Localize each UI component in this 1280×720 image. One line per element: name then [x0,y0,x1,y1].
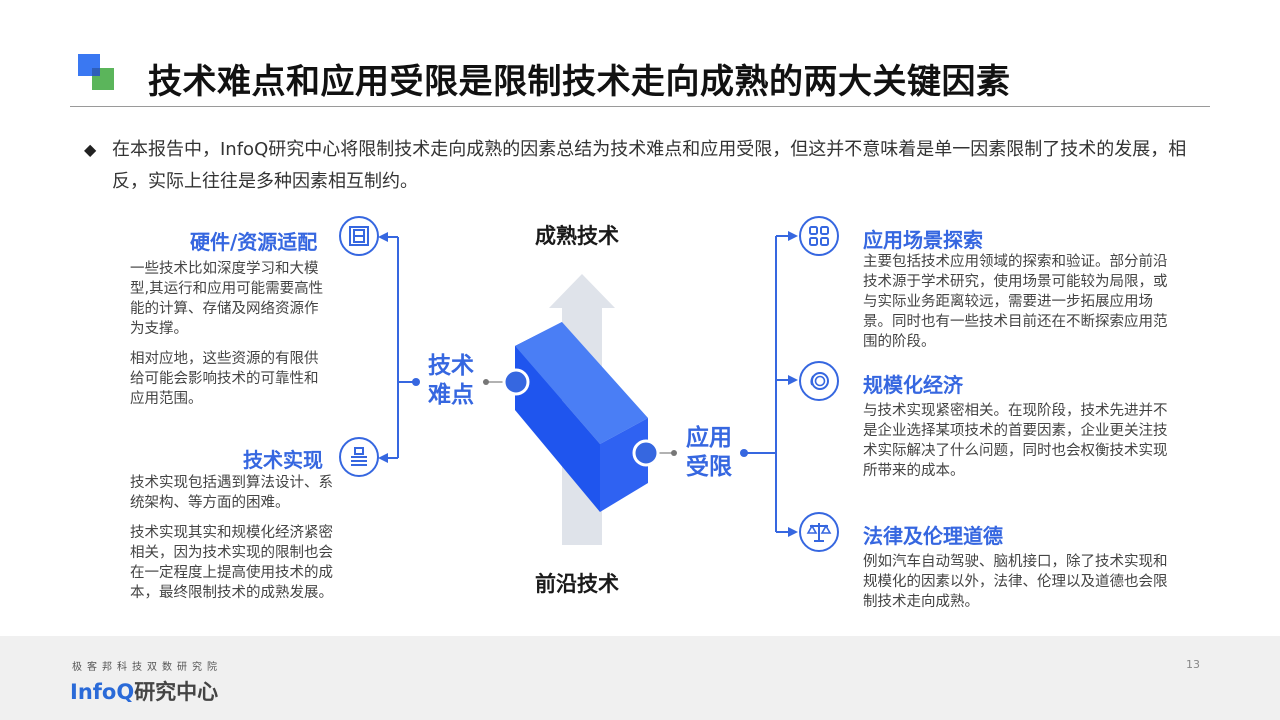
title-divider [70,106,1210,107]
right-hub-dot [632,439,660,467]
page-number: 13 [1186,658,1200,671]
law-ethics-title: 法律及伦理道德 [863,524,1003,548]
band-right-face [600,418,648,512]
band-front-face [515,346,600,512]
title-logo-squares [78,54,118,94]
band-diagonal-face [515,322,648,444]
hardware-resource-desc: 一些技术比如深度学习和大模型,其运行和应用可能需要高性能的计算、存储及网络资源作… [130,261,324,407]
diamond-bullet-icon: ◆ [84,140,97,159]
hardware-icon [339,216,379,256]
scale-economy-title: 规模化经济 [863,373,963,397]
intro-text: 在本报告中，InfoQ研究中心将限制技术走向成熟的因素总结为技术难点和应用受限，… [112,139,1187,192]
tech-implementation-desc: 技术实现包括遇到算法设计、系统架构、等方面的困难。 技术实现其实和规模化经济紧密… [130,475,333,601]
scales-icon [799,512,839,552]
law-ethics-desc: 例如汽车自动驾驶、脑机接口，除了技术实现和规模化的因素以外，法律、伦理以及道德也… [863,554,1168,610]
page-title: 技术难点和应用受限是限制技术走向成熟的两大关键因素 [148,62,1011,102]
footer-brand-logo: InfoQ研究中心 [70,680,219,704]
footer: 极客邦科技双数研究院 InfoQ研究中心 13 [0,636,1280,720]
factor-diagram: 成熟技术 前沿技术 技术难点 应用受限 硬件/资源适配 一些技术比如深度学习和大… [0,200,1280,630]
implementation-icon [339,437,379,477]
frontier-tech-label: 前沿技术 [535,572,619,596]
diagram-graphic [378,231,798,545]
coin-stack-icon [799,361,839,401]
left-hub-dot [502,368,530,396]
app-scenario-title: 应用场景探索 [863,228,983,252]
hardware-resource-title: 硬件/资源适配 [190,230,318,254]
application-limit-label: 应用受限 [686,425,732,480]
scale-economy-desc: 与技术实现紧密相关。在现阶段，技术先进并不是企业选择某项技术的首要因素，企业更关… [863,403,1168,479]
intro-bullet: ◆ 在本报告中，InfoQ研究中心将限制技术走向成熟的因素总结为技术难点和应用受… [84,134,1204,198]
tech-difficulty-label: 技术难点 [428,353,474,408]
mature-tech-label: 成熟技术 [535,224,619,248]
footer-org-name: 极客邦科技双数研究院 [72,662,222,673]
tech-implementation-title: 技术实现 [243,448,323,472]
grid-apps-icon [799,216,839,256]
app-scenario-desc: 主要包括技术应用领域的探索和验证。部分前沿技术源于学术研究，使用场景可能较为局限… [863,254,1168,350]
